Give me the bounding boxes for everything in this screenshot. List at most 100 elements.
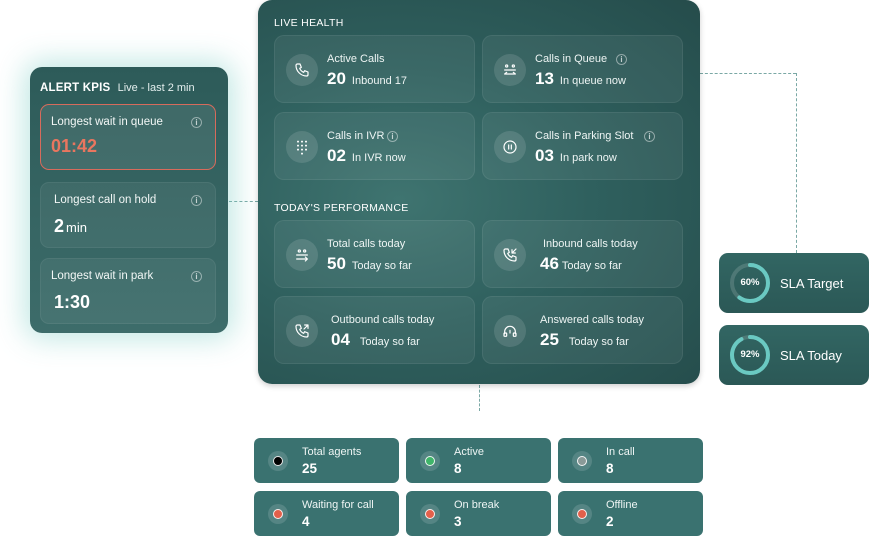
agent-value: 2 (606, 514, 614, 529)
agent-tile-waiting[interactable]: Waiting for call 4 (254, 491, 399, 536)
kpi-longest-wait-park[interactable]: Longest wait in park i 1:30 (40, 258, 216, 324)
agent-tile-total[interactable]: Total agents 25 (254, 438, 399, 483)
connector-alert-main (229, 201, 258, 202)
live-health-title: LIVE HEALTH (274, 17, 344, 29)
info-icon[interactable]: i (644, 131, 655, 142)
agent-label: Total agents (302, 446, 362, 458)
queue-icon (494, 54, 526, 86)
agent-label: Offline (606, 499, 638, 511)
stat-label: Calls in Parking Slot (535, 130, 634, 142)
outbound-call-icon (286, 315, 318, 347)
stat-sub: Inbound 17 (351, 75, 407, 87)
agent-value: 4 (302, 514, 310, 529)
connector-sla-vertical (796, 73, 797, 253)
kpi-label: Longest wait in queue (51, 116, 163, 128)
agent-label: Waiting for call (302, 499, 374, 511)
stat-label: Outbound calls today (331, 314, 435, 326)
status-dot-icon (273, 456, 283, 466)
agent-value: 8 (606, 461, 614, 476)
stat-sub: Today so far (351, 260, 412, 272)
connector-main-agents (479, 385, 480, 411)
sla-today-ring (730, 335, 770, 375)
info-icon[interactable]: i (616, 54, 627, 65)
agent-tile-offline[interactable]: Offline 2 (558, 491, 703, 536)
status-dot-icon (425, 509, 435, 519)
status-dot-wrap (268, 451, 288, 471)
agent-label: In call (606, 446, 635, 458)
status-dot-wrap (572, 504, 592, 524)
status-dot-wrap (268, 504, 288, 524)
info-icon[interactable]: i (387, 131, 398, 142)
sla-today-card[interactable]: 92% SLA Today (719, 325, 869, 385)
sla-target-ring (730, 263, 770, 303)
kpi-value: 01:42 (51, 136, 98, 156)
stat-sub: In IVR now (351, 152, 406, 164)
kpi-label: Longest wait in park (51, 270, 154, 282)
sla-target-card[interactable]: 60% SLA Target (719, 253, 869, 313)
status-dot-icon (273, 509, 283, 519)
connector-main-sla (700, 73, 796, 74)
agent-label: Active (454, 446, 484, 458)
stat-sub: Today so far (359, 336, 420, 348)
stat-label: Total calls today (327, 238, 406, 250)
agent-value: 8 (454, 461, 462, 476)
stat-sub: In queue now (559, 75, 626, 87)
stat-label: Calls in IVR (327, 130, 385, 142)
performance-title: TODAY'S PERFORMANCE (274, 202, 409, 214)
inbound-call-icon (494, 239, 526, 271)
status-dot-wrap (420, 451, 440, 471)
stat-sub: Today so far (568, 336, 629, 348)
info-icon[interactable]: i (191, 195, 202, 206)
phone-icon (286, 54, 318, 86)
stat-label: Inbound calls today (543, 238, 638, 250)
agent-tile-on-break[interactable]: On break 3 (406, 491, 551, 536)
info-icon[interactable]: i (191, 117, 202, 128)
alert-kpis-header: ALERT KPIS Live - last 2 min (40, 82, 195, 94)
status-dot-wrap (420, 504, 440, 524)
sla-target-label: SLA Target (780, 276, 844, 291)
agent-value: 25 (302, 461, 318, 476)
kpi-longest-wait-queue[interactable]: Longest wait in queue i 01:42 (40, 104, 216, 170)
alert-kpis-title: ALERT KPIS (40, 82, 111, 94)
agent-label: On break (454, 499, 500, 511)
pause-icon (494, 131, 526, 163)
stat-label: Calls in Queue (535, 53, 608, 65)
status-dot-icon (577, 456, 587, 466)
dialpad-icon (286, 131, 318, 163)
calls-total-icon (286, 239, 318, 271)
stat-sub: Today so far (561, 260, 622, 272)
headset-icon (494, 315, 526, 347)
sla-target-ring-fill (730, 263, 770, 303)
info-icon[interactable]: i (191, 271, 202, 282)
stat-label: Active Calls (327, 53, 385, 65)
agent-tile-in-call[interactable]: In call 8 (558, 438, 703, 483)
status-dot-wrap (572, 451, 592, 471)
kpi-value: 1:30 (54, 292, 91, 312)
alert-kpis-panel: ALERT KPIS Live - last 2 min Longest wai… (30, 67, 228, 333)
agent-tile-active[interactable]: Active 8 (406, 438, 551, 483)
sla-today-label: SLA Today (780, 348, 842, 363)
sla-today-pct: 92% (740, 349, 760, 360)
sla-today-ring-fill (730, 335, 770, 375)
stat-sub: In park now (559, 152, 617, 164)
sla-target-pct: 60% (740, 277, 760, 288)
